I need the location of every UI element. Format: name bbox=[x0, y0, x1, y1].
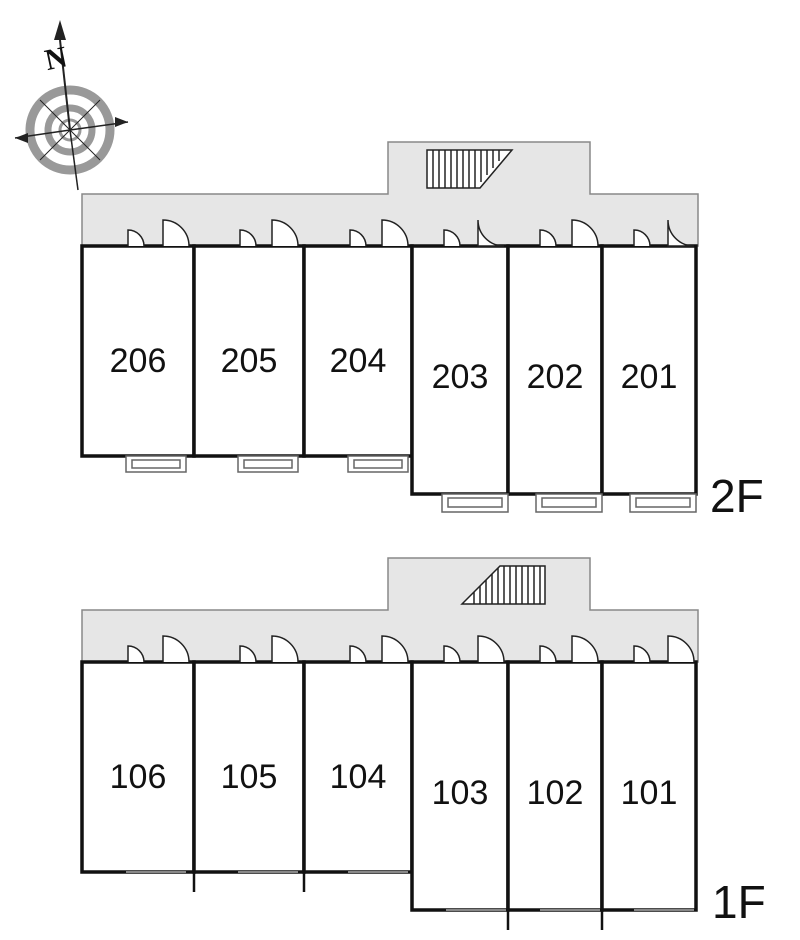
unit-number-103: 103 bbox=[432, 774, 489, 812]
unit-number-204: 204 bbox=[330, 342, 387, 380]
balcony-icon bbox=[125, 455, 697, 513]
north-label: N bbox=[42, 40, 70, 77]
unit-number-104: 104 bbox=[330, 758, 387, 796]
unit-number-105: 105 bbox=[221, 758, 278, 796]
floor-label-2f: 2F bbox=[710, 470, 764, 522]
door-icon bbox=[127, 635, 695, 663]
stairs-up-right-icon bbox=[426, 149, 514, 189]
unit-number-101: 101 bbox=[621, 774, 678, 812]
floor-label-1f: 1F bbox=[712, 876, 766, 928]
compass-rose-icon bbox=[14, 20, 129, 191]
fence-post bbox=[192, 872, 604, 930]
unit-106 bbox=[80, 660, 196, 874]
unit-number-106: 106 bbox=[110, 758, 167, 796]
unit-number-206: 206 bbox=[110, 342, 167, 380]
door-icon bbox=[127, 219, 695, 247]
floor-1f-plan: 106 105 104 103 102 101 1F bbox=[80, 557, 766, 930]
window-icon bbox=[126, 871, 694, 911]
unit-number-102: 102 bbox=[527, 774, 584, 812]
unit-number-205: 205 bbox=[221, 342, 278, 380]
unit-number-202: 202 bbox=[527, 358, 584, 396]
unit-number-203: 203 bbox=[432, 358, 489, 396]
unit-203 bbox=[410, 244, 510, 496]
unit-number-201: 201 bbox=[621, 358, 678, 396]
stairs-up-left-icon bbox=[460, 565, 546, 605]
floor-2f-plan: 206 205 204 203 202 201 2F bbox=[80, 141, 764, 522]
